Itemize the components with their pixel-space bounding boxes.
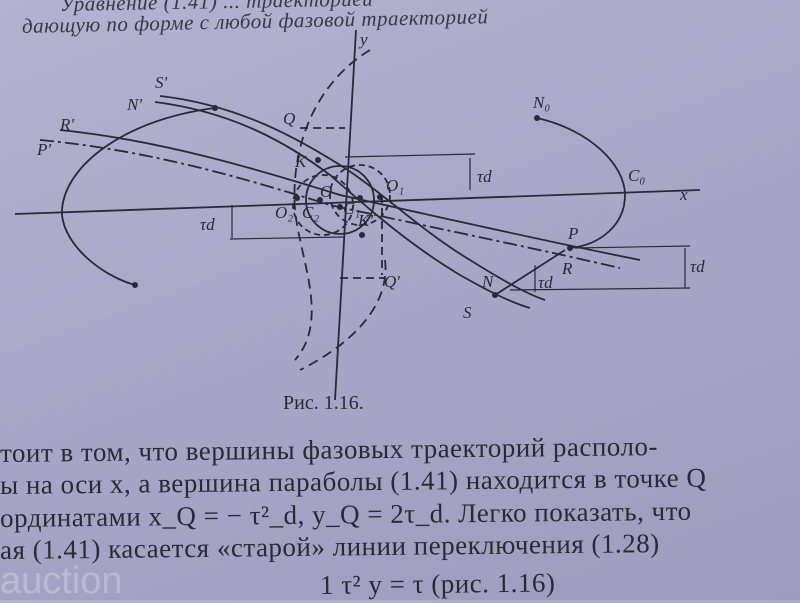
tau-label-4: τd: [690, 257, 705, 276]
switch-line-dashdot: [39, 139, 621, 269]
figure-caption: Рис. 1.16.: [283, 392, 364, 414]
label-R-prime: R': [59, 115, 74, 134]
y-axis-label: y: [358, 30, 368, 49]
x-axis-label: x: [679, 185, 688, 204]
trajectory-R: [59, 129, 641, 261]
circle-O: [305, 165, 375, 235]
label-S: S: [463, 303, 472, 322]
label-C2: C₂: [302, 203, 319, 222]
circle-C2: [292, 174, 354, 236]
tau-label-1: τd: [477, 167, 492, 186]
label-N0: N₀: [532, 93, 550, 112]
y-axis: [334, 29, 357, 401]
label-C1: C₁: [343, 199, 360, 218]
circle-C1: [329, 164, 391, 226]
label-P-prime: P': [36, 140, 51, 159]
switch-curve-upper: [159, 95, 546, 301]
label-N-prime: N': [126, 95, 142, 114]
label-Q-prime: Q': [384, 272, 400, 291]
label-S-prime: S': [155, 73, 168, 92]
trajectory-N: [494, 249, 566, 296]
watermark: auction: [0, 560, 123, 602]
label-O: O: [320, 182, 332, 201]
trajectory-S: [154, 101, 531, 309]
parabola-left: [293, 49, 371, 361]
label-C0: C₀: [628, 166, 645, 185]
tau-label-2: τd: [200, 215, 215, 234]
label-K: K: [294, 152, 308, 171]
label-Q: Q: [283, 109, 295, 128]
label-O2: O₂: [275, 203, 293, 222]
body-line-5: 1 τ² y = τ (рис. 1.16): [319, 567, 556, 600]
tau-label-3: τd: [538, 273, 553, 292]
x-axis: [14, 189, 701, 215]
label-O1: O₁: [386, 176, 404, 195]
left-trajectory: [61, 107, 216, 286]
right-trajectory: [536, 117, 626, 249]
label-K-prime: K': [357, 211, 373, 230]
label-R: R: [561, 259, 573, 278]
label-N: N: [481, 272, 495, 291]
label-P: P: [567, 224, 578, 243]
